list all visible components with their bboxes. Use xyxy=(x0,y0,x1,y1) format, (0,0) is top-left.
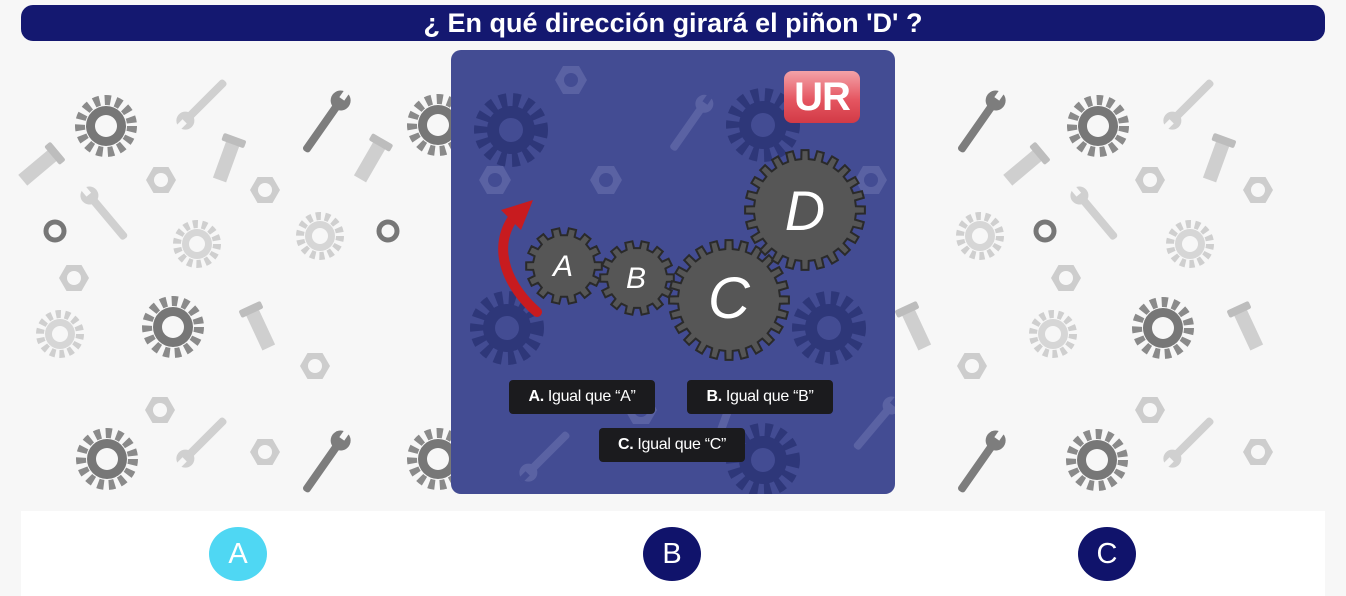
gear-d-icon xyxy=(744,149,866,271)
option-c: C. Igual que “C” xyxy=(599,428,745,462)
gear-body xyxy=(525,227,603,305)
question-title-bar: ¿ En qué dirección girará el piñon 'D' ? xyxy=(21,5,1325,41)
gear-puzzle-scene: A B C D xyxy=(451,66,895,494)
option-a-text: Igual que “A” xyxy=(547,388,636,405)
option-c-letter: C. xyxy=(618,436,634,453)
gear-c-icon xyxy=(668,239,790,361)
curved-arrow-icon xyxy=(498,200,542,317)
gear-b-icon xyxy=(599,240,675,316)
question-title: ¿ En qué dirección girará el piñon 'D' ? xyxy=(423,7,923,38)
answer-a-label: A xyxy=(228,537,248,570)
answer-b-button[interactable]: B xyxy=(643,527,701,581)
gear-body xyxy=(599,240,675,316)
answer-c-button[interactable]: C xyxy=(1078,527,1136,581)
gear-a-label: A xyxy=(551,250,573,283)
option-a: A. Igual que “A” xyxy=(509,380,655,414)
gear-a-icon xyxy=(525,227,603,305)
gear-body xyxy=(668,239,790,361)
ur-logo: UR xyxy=(784,71,860,123)
answer-a-button[interactable]: A xyxy=(209,527,267,581)
option-b: B. Igual que “B” xyxy=(687,380,833,414)
option-a-letter: A. xyxy=(528,388,544,405)
gear-d-label: D xyxy=(785,179,825,242)
gear-body xyxy=(744,149,866,271)
answer-c-label: C xyxy=(1096,537,1118,570)
option-b-letter: B. xyxy=(706,388,722,405)
question-image-card: A B C D UR A. Igual que “A” B. Igual que… xyxy=(451,50,895,494)
gear-c-label: C xyxy=(708,266,751,331)
answer-b-label: B xyxy=(662,537,682,570)
option-c-text: Igual que “C” xyxy=(637,436,726,453)
option-b-text: Igual que “B” xyxy=(725,388,814,405)
gear-b-label: B xyxy=(626,262,646,295)
